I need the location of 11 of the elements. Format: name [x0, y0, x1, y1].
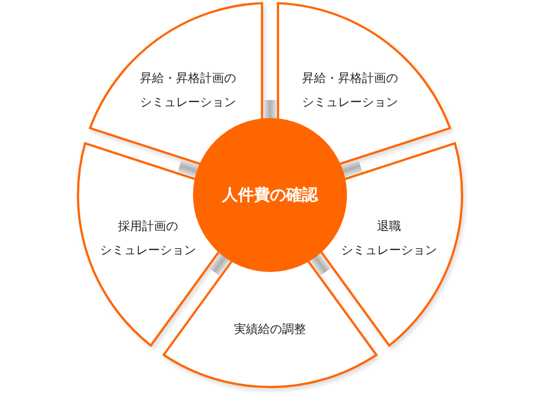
segment-label: 昇給・昇格計画のシミュレーション: [140, 70, 236, 111]
sector-segment: [276, 1, 452, 165]
segment-label: 採用計画のシミュレーション: [100, 218, 196, 259]
segment-label: 退職シミュレーション: [341, 218, 437, 259]
segment-label: 実績給の調整: [234, 321, 306, 338]
sector-segment: [320, 141, 464, 347]
sector-segment: [76, 141, 220, 347]
segment-label: 昇給・昇格計画のシミュレーション: [302, 70, 398, 111]
sector-segment: [88, 1, 264, 165]
hub-label: 人件費の確認: [222, 185, 318, 205]
sector-segment: [162, 261, 378, 389]
